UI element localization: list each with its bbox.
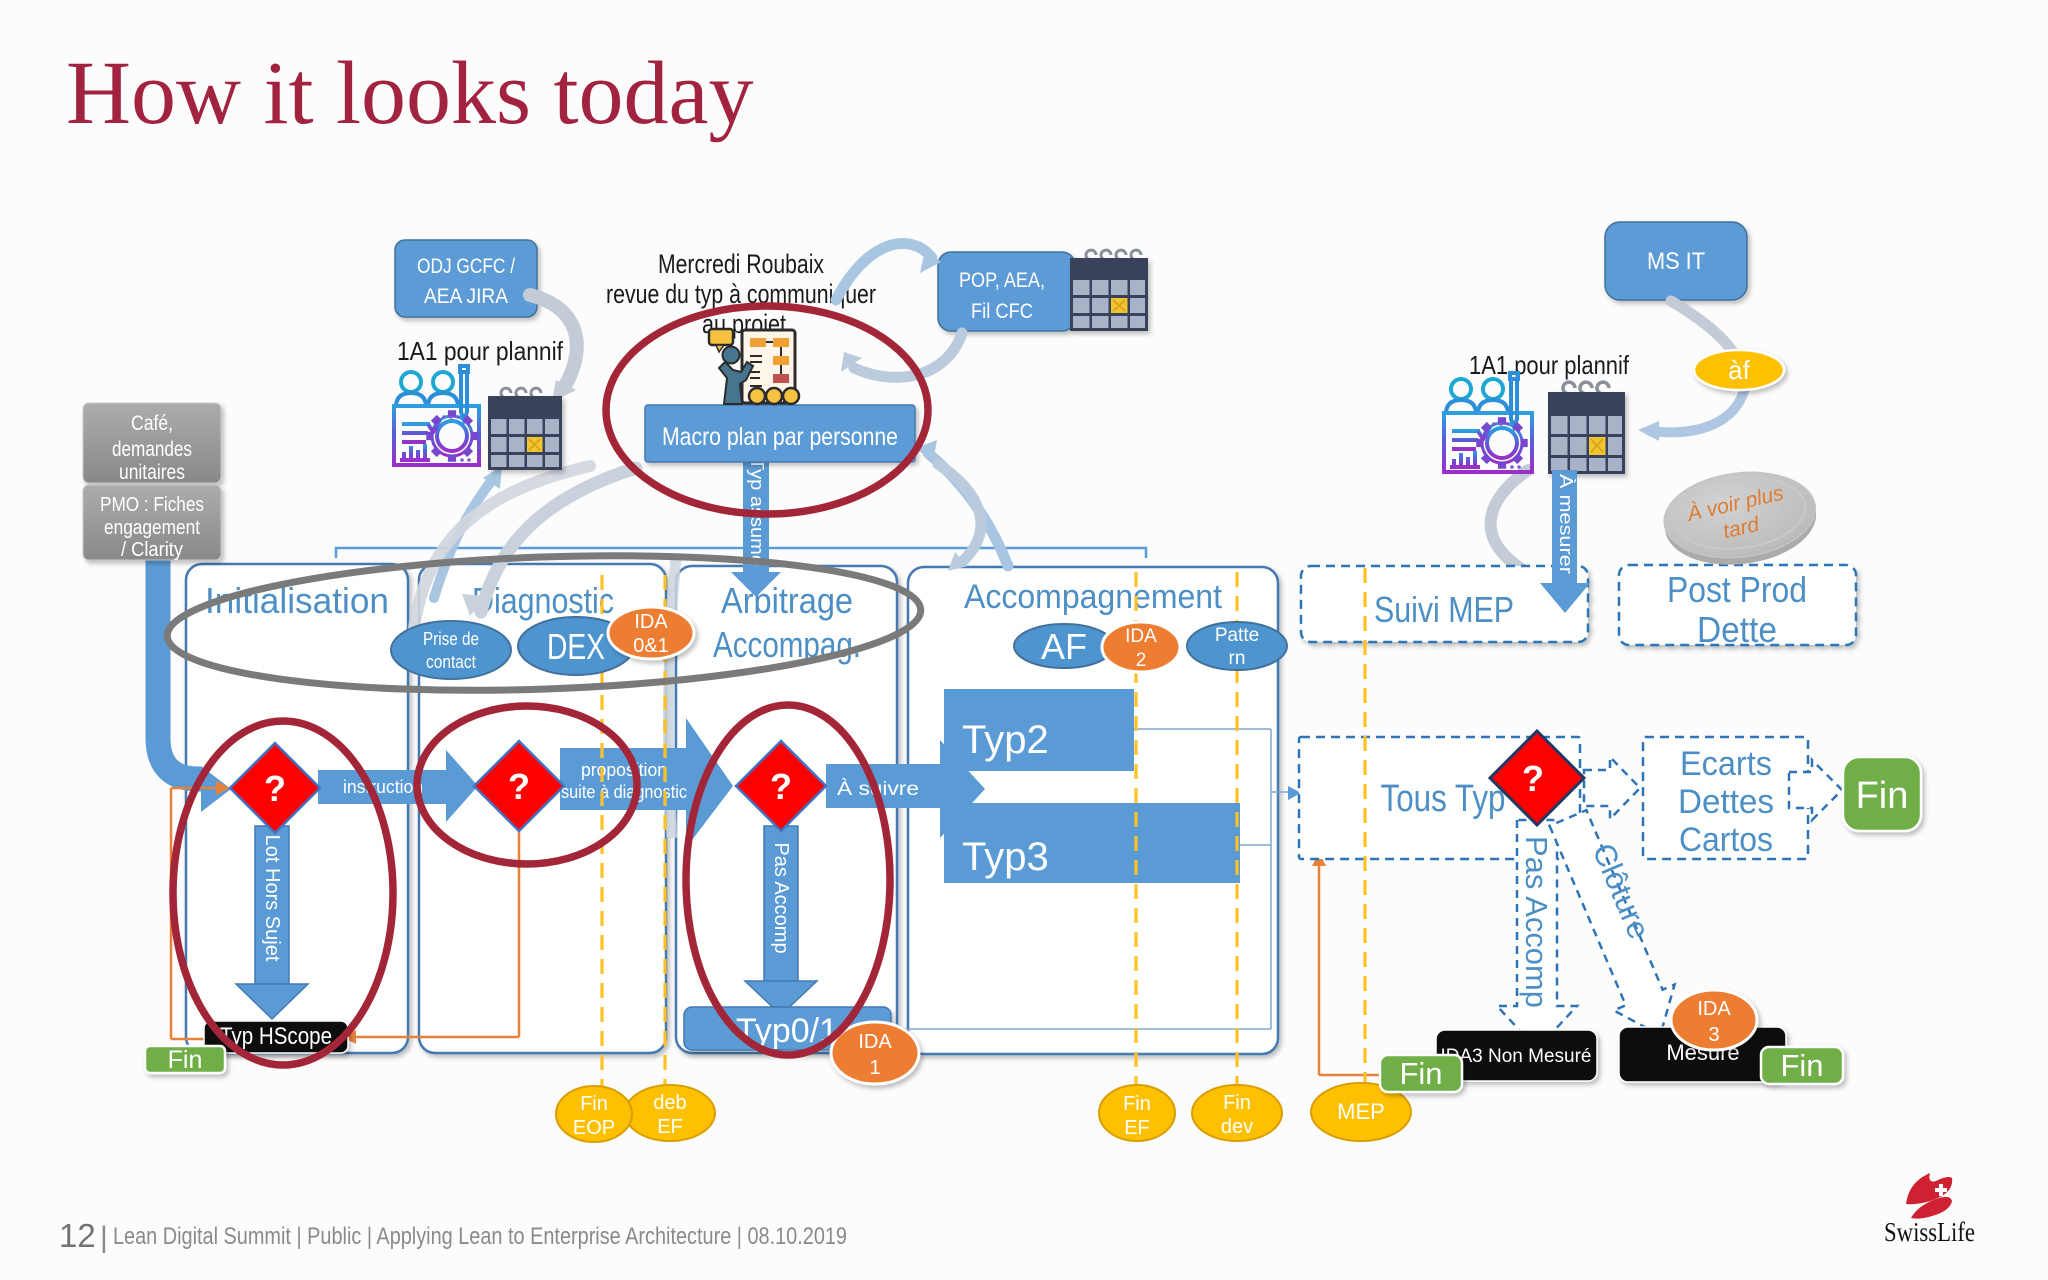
svg-text:Fin: Fin <box>580 1093 608 1115</box>
svg-text:How it looks today: How it looks today <box>66 44 753 143</box>
svg-text:demandes: demandes <box>112 438 192 461</box>
svg-text:1: 1 <box>869 1057 880 1079</box>
svg-text:/ Clarity: / Clarity <box>121 539 183 561</box>
svg-text:Post Prod: Post Prod <box>1667 569 1807 610</box>
svg-text:Dettes: Dettes <box>1678 783 1774 821</box>
svg-text:ODJ GCFC /: ODJ GCFC / <box>417 255 515 278</box>
svg-text:Accompagnement: Accompagnement <box>964 578 1223 616</box>
svg-text:Accompag.: Accompag. <box>713 624 861 665</box>
svg-text:POP, AEA,: POP, AEA, <box>959 269 1045 292</box>
svg-text:Pas Accomp: Pas Accomp <box>1519 836 1554 1008</box>
svg-text:Arbitrage: Arbitrage <box>721 580 853 621</box>
svg-text:AEA JIRA: AEA JIRA <box>424 285 508 308</box>
svg-text:Fin: Fin <box>1223 1092 1251 1114</box>
svg-text:Dette: Dette <box>1697 609 1777 650</box>
svg-text:Fin: Fin <box>1856 775 1909 817</box>
svg-text:IDA: IDA <box>634 611 668 633</box>
svg-text:?: ? <box>770 766 792 807</box>
svg-text:Ecarts: Ecarts <box>1680 745 1772 783</box>
svg-text:àf: àf <box>1728 355 1750 385</box>
svg-text:IDA3 Non Mesuré: IDA3 Non Mesuré <box>1440 1046 1591 1067</box>
svg-text:EF: EF <box>657 1116 683 1138</box>
svg-text:Fin: Fin <box>1123 1093 1151 1115</box>
svg-text:Fil CFC: Fil CFC <box>971 300 1033 323</box>
svg-text:Cartos: Cartos <box>1679 821 1773 859</box>
svg-text:3: 3 <box>1708 1024 1719 1046</box>
svg-text:MS IT: MS IT <box>1647 248 1705 275</box>
svg-text:unitaires: unitaires <box>119 461 185 484</box>
svg-text:proposition: proposition <box>581 760 667 780</box>
svg-text:Macro plan par personne: Macro plan par personne <box>662 423 898 451</box>
svg-text:Mercredi Roubaix: Mercredi Roubaix <box>658 249 824 279</box>
svg-text:suite à diagnostic: suite à diagnostic <box>561 782 687 802</box>
svg-text:1A1 pour plannif: 1A1 pour plannif <box>397 336 564 366</box>
svg-text:12: 12 <box>59 1217 96 1254</box>
svg-text:Pas Accomp: Pas Accomp <box>770 842 792 953</box>
svg-text:AF: AF <box>1041 626 1087 667</box>
svg-text:dev: dev <box>1221 1116 1253 1138</box>
svg-text:Tous Typ: Tous Typ <box>1381 778 1506 820</box>
svg-text:Café,: Café, <box>131 412 173 435</box>
svg-text:Typ3: Typ3 <box>962 835 1049 879</box>
svg-text:SwissLife: SwissLife <box>1884 1217 1975 1247</box>
svg-text:DEX: DEX <box>547 626 605 667</box>
svg-text:Initialisation: Initialisation <box>205 580 389 621</box>
svg-text:Fin: Fin <box>1780 1048 1823 1083</box>
svg-text:Lean Digital Summit | Public |: Lean Digital Summit | Public | Applying … <box>113 1223 847 1250</box>
svg-text:Lot Hors Sujet: Lot Hors Sujet <box>261 835 283 962</box>
svg-text:IDA: IDA <box>1697 998 1731 1020</box>
svg-text:Fin: Fin <box>1399 1056 1442 1091</box>
svg-text:?: ? <box>264 768 286 809</box>
svg-text:Typ HScope: Typ HScope <box>220 1023 332 1050</box>
svg-text:rn: rn <box>1229 648 1246 669</box>
svg-text:instruction: instruction <box>343 777 423 797</box>
svg-text:PMO : Fiches: PMO : Fiches <box>100 494 204 516</box>
svg-text:|: | <box>100 1221 108 1254</box>
svg-text:EF: EF <box>1124 1117 1150 1139</box>
svg-text:contact: contact <box>426 652 476 672</box>
svg-text:IDA: IDA <box>1125 626 1157 647</box>
svg-text:1A1 pour plannif: 1A1 pour plannif <box>1469 350 1630 380</box>
svg-text:0&1: 0&1 <box>633 635 669 657</box>
svg-text:Patte: Patte <box>1215 625 1259 646</box>
svg-text:?: ? <box>1522 758 1544 799</box>
svg-text:MEP: MEP <box>1337 1099 1385 1124</box>
svg-text:Prise de: Prise de <box>423 629 479 649</box>
svg-text:EOP: EOP <box>573 1117 615 1139</box>
svg-text:À mesurer: À mesurer <box>1556 474 1576 574</box>
svg-text:Fin: Fin <box>168 1046 203 1074</box>
svg-text:deb: deb <box>653 1092 686 1114</box>
svg-text:engagement: engagement <box>104 517 200 539</box>
svg-text:Typ2: Typ2 <box>962 718 1049 762</box>
svg-text:Suivi MEP: Suivi MEP <box>1374 589 1514 630</box>
svg-text:IDA: IDA <box>858 1031 892 1053</box>
svg-text:?: ? <box>508 766 530 807</box>
svg-text:2: 2 <box>1136 650 1147 671</box>
